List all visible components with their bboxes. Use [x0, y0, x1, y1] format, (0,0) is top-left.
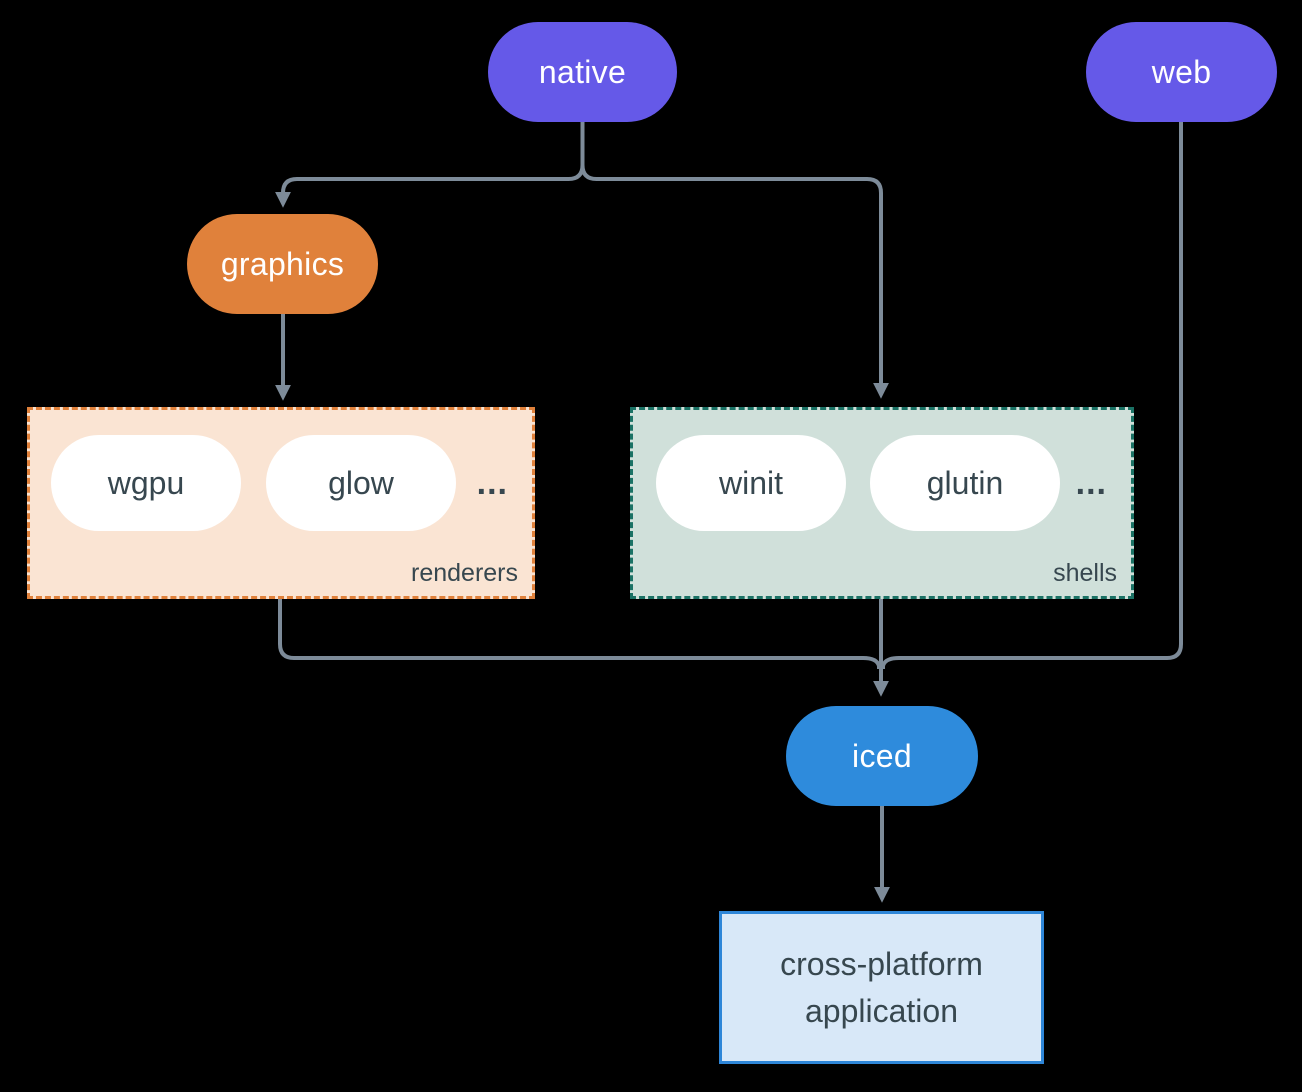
renderers-group-label: renderers — [411, 559, 518, 587]
node-web-label: web — [1151, 53, 1212, 90]
shells-ellipsis: ... — [1075, 463, 1107, 502]
node-glow[interactable]: glow — [266, 435, 456, 531]
node-graphics-label: graphics — [220, 245, 345, 282]
node-application[interactable]: cross-platform application — [719, 911, 1044, 1064]
edge-renderers-to-merge — [278, 599, 881, 669]
renderers-ellipsis: ... — [476, 463, 508, 502]
group-renderers: wgpu glow ... renderers — [27, 407, 535, 599]
application-label-line1: cross-platform — [780, 946, 983, 983]
node-wgpu[interactable]: wgpu — [51, 435, 241, 531]
node-winit[interactable]: winit — [656, 435, 846, 531]
node-web[interactable]: web — [1086, 22, 1277, 122]
node-winit-label: winit — [718, 464, 783, 501]
node-native-label: native — [538, 53, 627, 90]
edge-web-to-merge — [881, 122, 1183, 669]
node-glow-label: glow — [328, 464, 394, 501]
node-iced-label: iced — [852, 737, 912, 774]
node-wgpu-label: wgpu — [107, 464, 185, 501]
node-iced[interactable]: iced — [786, 706, 978, 806]
node-native[interactable]: native — [488, 22, 677, 122]
edge-native-to-shells — [580, 164, 889, 399]
application-label-line2: application — [805, 992, 958, 1029]
shells-group-label: shells — [1053, 559, 1117, 587]
group-shells: winit glutin ... shells — [630, 407, 1134, 599]
node-glutin[interactable]: glutin — [870, 435, 1060, 531]
edge-native-to-graphics — [275, 122, 585, 208]
node-glutin-label: glutin — [926, 464, 1004, 501]
node-graphics[interactable]: graphics — [187, 214, 378, 314]
